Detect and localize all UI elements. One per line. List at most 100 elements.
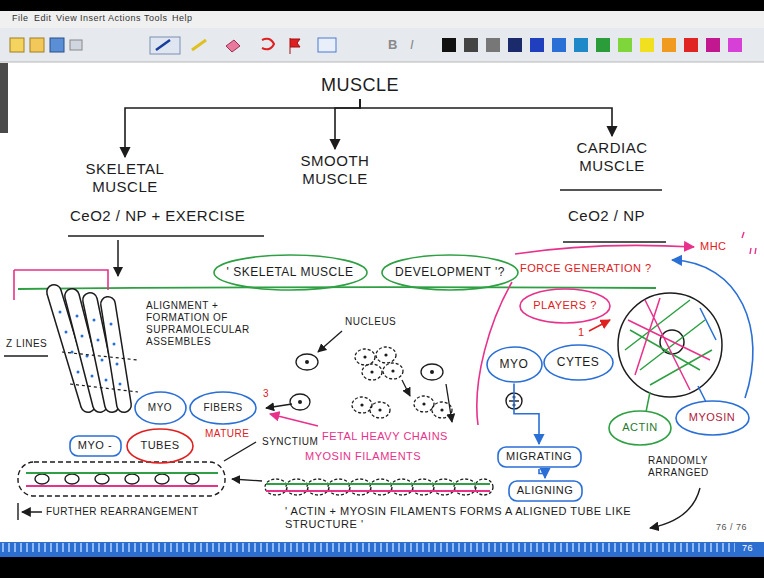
box-outline — [509, 481, 582, 501]
menu-item: File — [12, 13, 29, 24]
muscle-fiber — [113, 343, 116, 346]
window-chrome — [0, 557, 764, 578]
cell-sketch — [378, 408, 381, 411]
window-chrome — [0, 62, 764, 63]
muscle-fiber — [4, 292, 138, 405]
oval-outline — [487, 347, 542, 382]
muscle-fiber — [62, 352, 138, 392]
cell-sketch — [298, 400, 302, 404]
toolbar-icon — [30, 38, 44, 52]
myotube — [26, 485, 218, 487]
process-note-wrap: FURTHER REARRANGEMENT — [46, 506, 199, 518]
myotube — [224, 442, 256, 461]
toolbar-icon — [530, 38, 544, 52]
part-label: NUCLEUS — [345, 316, 396, 328]
aligned-cells — [266, 490, 490, 492]
process-note: RANDOMLY ARRANGED — [648, 455, 744, 479]
cell-sketch — [360, 403, 363, 406]
protein-oval: ACTIN — [608, 410, 672, 446]
muscle-fiber — [77, 371, 80, 374]
protein-note-wrap: MYOSIN FILAMENTS — [305, 450, 421, 463]
cell-sketch — [298, 353, 444, 411]
toolbar-icon — [10, 37, 742, 54]
aligned-cells — [370, 479, 392, 495]
node-text: PLAYERS ? — [533, 299, 597, 312]
toolbar-icon — [464, 38, 478, 52]
window-chrome — [0, 542, 735, 557]
muscle-fiber — [116, 363, 119, 366]
underline — [563, 241, 666, 243]
muscle-fiber — [65, 331, 68, 334]
menu-item-wrap: Tools — [144, 13, 168, 24]
process-note-wrap: RANDOMLY ARRANGED — [648, 455, 744, 479]
step-number: 1 — [578, 326, 585, 339]
menu-item-wrap: Insert — [80, 13, 106, 24]
step-number: 3 — [263, 388, 269, 400]
category-node: CARDIAC MUSCLE — [557, 138, 667, 176]
oval-outline — [190, 392, 256, 424]
cell-sketch — [362, 364, 382, 380]
aligned-cells — [307, 479, 329, 495]
aligned-cells — [286, 479, 308, 495]
window-chrome — [0, 542, 764, 557]
flow-arrow — [539, 469, 545, 478]
node-text: MUSCLE — [321, 75, 400, 97]
menu-item-wrap: Actions — [108, 13, 141, 24]
node-text: MYO — [148, 402, 173, 414]
toolbar-icon — [290, 38, 300, 54]
toolbar-button-wrap: B — [388, 37, 398, 53]
part-label: Z LINES — [6, 338, 47, 350]
myotube — [18, 462, 225, 496]
muscle-fiber — [119, 383, 122, 386]
toolbar-icon — [552, 38, 566, 52]
cell-drawing — [700, 308, 716, 340]
toolbar-icon — [662, 38, 676, 52]
cell-drawing — [618, 293, 722, 412]
aligned-cells — [454, 479, 476, 495]
step-box: MYO - — [69, 435, 122, 457]
toolbar-icon — [10, 38, 24, 52]
part-label-wrap: NUCLEUS — [345, 316, 396, 328]
myotube — [125, 474, 139, 484]
muscle-fiber — [4, 355, 48, 356]
muscle-fiber — [101, 359, 104, 362]
toolbar-icon — [50, 38, 64, 52]
category-node: SKELETAL MUSCLE — [70, 159, 180, 197]
window-chrome — [0, 0, 764, 11]
step-number-wrap: 3 — [263, 388, 269, 400]
step-box: ALIGNING — [508, 480, 583, 502]
node-text: MYOSIN — [689, 411, 736, 424]
cell-sketch — [430, 370, 434, 374]
part-label-wrap: SYNCTIUM — [262, 436, 318, 448]
muscle-fiber — [81, 335, 84, 338]
protein-label: MHC — [700, 240, 727, 253]
question-ellipse: PLAYERS ? — [519, 288, 611, 324]
process-note: ALIGNMENT + FORMATION OF SUPRAMOLECULAR … — [146, 300, 254, 348]
toolbar-icon — [618, 38, 632, 52]
myotube — [26, 472, 218, 474]
toolbar-button: I — [410, 37, 414, 53]
part-label: SYNCTIUM — [262, 436, 318, 448]
myotube — [35, 474, 49, 484]
cell-oval: FIBERS — [189, 391, 257, 425]
node-text: MYO - — [78, 439, 113, 452]
toolbar-icon — [318, 38, 336, 52]
cell-sketch — [422, 402, 425, 405]
toolbar-icon — [508, 38, 522, 52]
heading-node: MUSCLE — [318, 74, 403, 98]
cell-sketch — [266, 331, 452, 422]
arrow — [650, 488, 700, 528]
toolbar-icon — [442, 38, 456, 52]
cell-oval: CYTES — [543, 344, 614, 381]
arrow — [117, 240, 119, 276]
cell-sketch — [402, 380, 410, 396]
cell-sketch — [376, 347, 396, 363]
box-outline — [498, 447, 581, 467]
topic-ellipse: DEVELOPMENT '? — [381, 254, 519, 291]
toolbar-icon — [486, 38, 500, 52]
category-node: SMOOTH MUSCLE — [285, 151, 385, 189]
muscle-fiber — [105, 379, 108, 382]
protein-oval: MYOSIN — [675, 400, 750, 436]
menu-item: Edit — [34, 13, 52, 24]
